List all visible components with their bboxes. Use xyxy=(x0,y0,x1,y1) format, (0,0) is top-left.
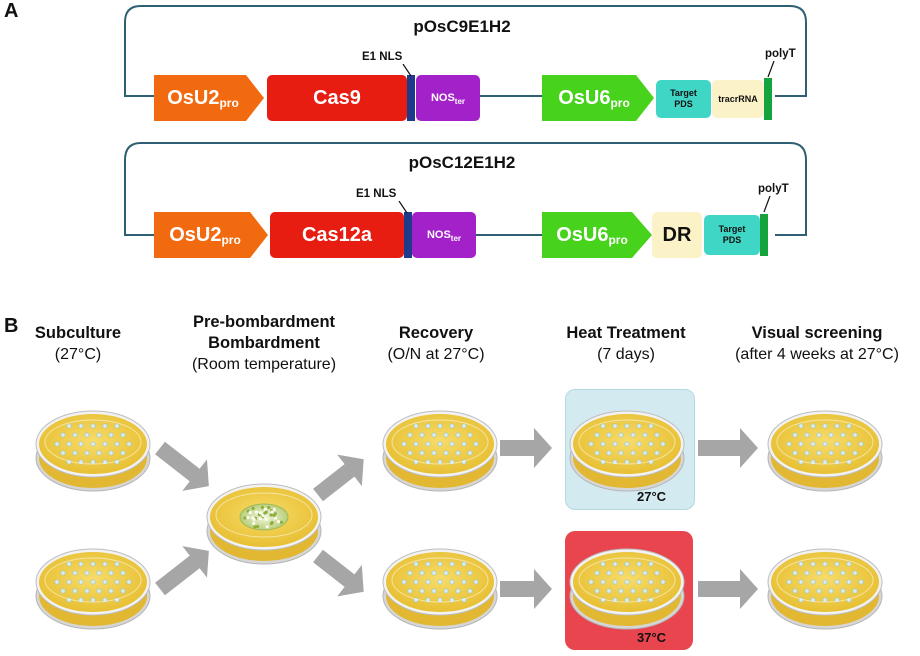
plasmid1-name: pOsC9E1H2 xyxy=(312,17,612,37)
dish-screening-top xyxy=(768,411,882,491)
dish-subculture-top xyxy=(36,411,150,491)
step-recovery-title: Recovery xyxy=(372,323,500,344)
plasmid1-tracrrna: tracrRNA xyxy=(712,80,764,118)
step-heat-sub: (7 days) xyxy=(550,344,702,365)
dish-recovery-top xyxy=(383,411,497,491)
dish-heat-37 xyxy=(570,549,684,629)
step-bombardment-title: Bombardment xyxy=(168,333,360,354)
plasmid1-polyt-label: polyT xyxy=(765,48,796,60)
step-heat-title: Heat Treatment xyxy=(550,323,702,344)
plasmid2-promoter-u2-label: OsU2pro xyxy=(158,213,252,257)
arrow-recovery-to-heat-top xyxy=(500,428,552,468)
step-prebombardment-title: Pre-bombardment xyxy=(168,312,360,333)
plasmid1-cas9: Cas9 xyxy=(267,75,407,121)
dish-recovery-bottom xyxy=(383,549,497,629)
workflow-graphics xyxy=(0,370,920,656)
arrow-recovery-to-heat-bottom xyxy=(500,569,552,609)
step-bombardment: Pre-bombardment Bombardment (Room temper… xyxy=(168,312,360,375)
plasmid1-promoter-u6-label: OsU6pro xyxy=(548,76,640,120)
plasmid2-nls-block xyxy=(404,212,412,258)
plasmid2-dr: DR xyxy=(652,212,702,258)
plasmid2-polyt-pointer xyxy=(760,196,774,214)
dish-screening-bottom xyxy=(768,549,882,629)
dish-subculture-bottom xyxy=(36,549,150,629)
step-visual-sub: (after 4 weeks at 27°C) xyxy=(714,344,920,365)
plasmid2-polyt-block xyxy=(760,214,768,256)
step-visual-screening: Visual screening (after 4 weeks at 27°C) xyxy=(714,323,920,365)
plasmid2-target-pds: TargetPDS xyxy=(704,215,760,255)
plasmid1-polyt-pointer xyxy=(764,61,778,79)
plasmid2-name: pOsC12E1H2 xyxy=(312,153,612,173)
step-recovery-sub: (O/N at 27°C) xyxy=(372,344,500,365)
panel-b-label: B xyxy=(4,315,18,338)
plasmid1-polyt-block xyxy=(764,78,772,120)
plasmid1-nls-block xyxy=(407,75,415,121)
plasmid2-nos-terminator: NOSter xyxy=(412,212,476,258)
dish-heat-27 xyxy=(570,411,684,491)
dish-bombarded-callus xyxy=(207,484,321,564)
plasmid2-promoter-u6-label: OsU6pro xyxy=(548,213,636,257)
step-subculture-sub: (27°C) xyxy=(18,344,138,365)
step-subculture-title: Subculture xyxy=(18,323,138,344)
plasmid1-nls-label: E1 NLS xyxy=(362,51,402,63)
arrow-heat-to-screening-bottom xyxy=(698,569,758,609)
plasmid1-nos-terminator: NOSter xyxy=(416,75,480,121)
arrow-heat-to-screening-top xyxy=(698,428,758,468)
step-recovery: Recovery (O/N at 27°C) xyxy=(372,323,500,365)
plasmid1-promoter-u2-label: OsU2pro xyxy=(158,76,248,120)
arrow-subculture-to-bombard-bottom xyxy=(148,535,221,605)
plasmid2-cas12a: Cas12a xyxy=(270,212,404,258)
arrow-bombard-to-recovery-bottom xyxy=(306,540,376,607)
step-heat-treatment: Heat Treatment (7 days) xyxy=(550,323,702,365)
arrow-bombard-to-recovery-top xyxy=(306,444,376,511)
step-visual-title: Visual screening xyxy=(714,323,920,344)
plasmid2-polyt-label: polyT xyxy=(758,183,789,195)
arrow-subculture-to-bombard-top xyxy=(148,432,221,502)
plasmid2-nls-label: E1 NLS xyxy=(356,188,396,200)
plasmid1-target-pds: TargetPDS xyxy=(656,80,711,118)
step-subculture: Subculture (27°C) xyxy=(18,323,138,365)
